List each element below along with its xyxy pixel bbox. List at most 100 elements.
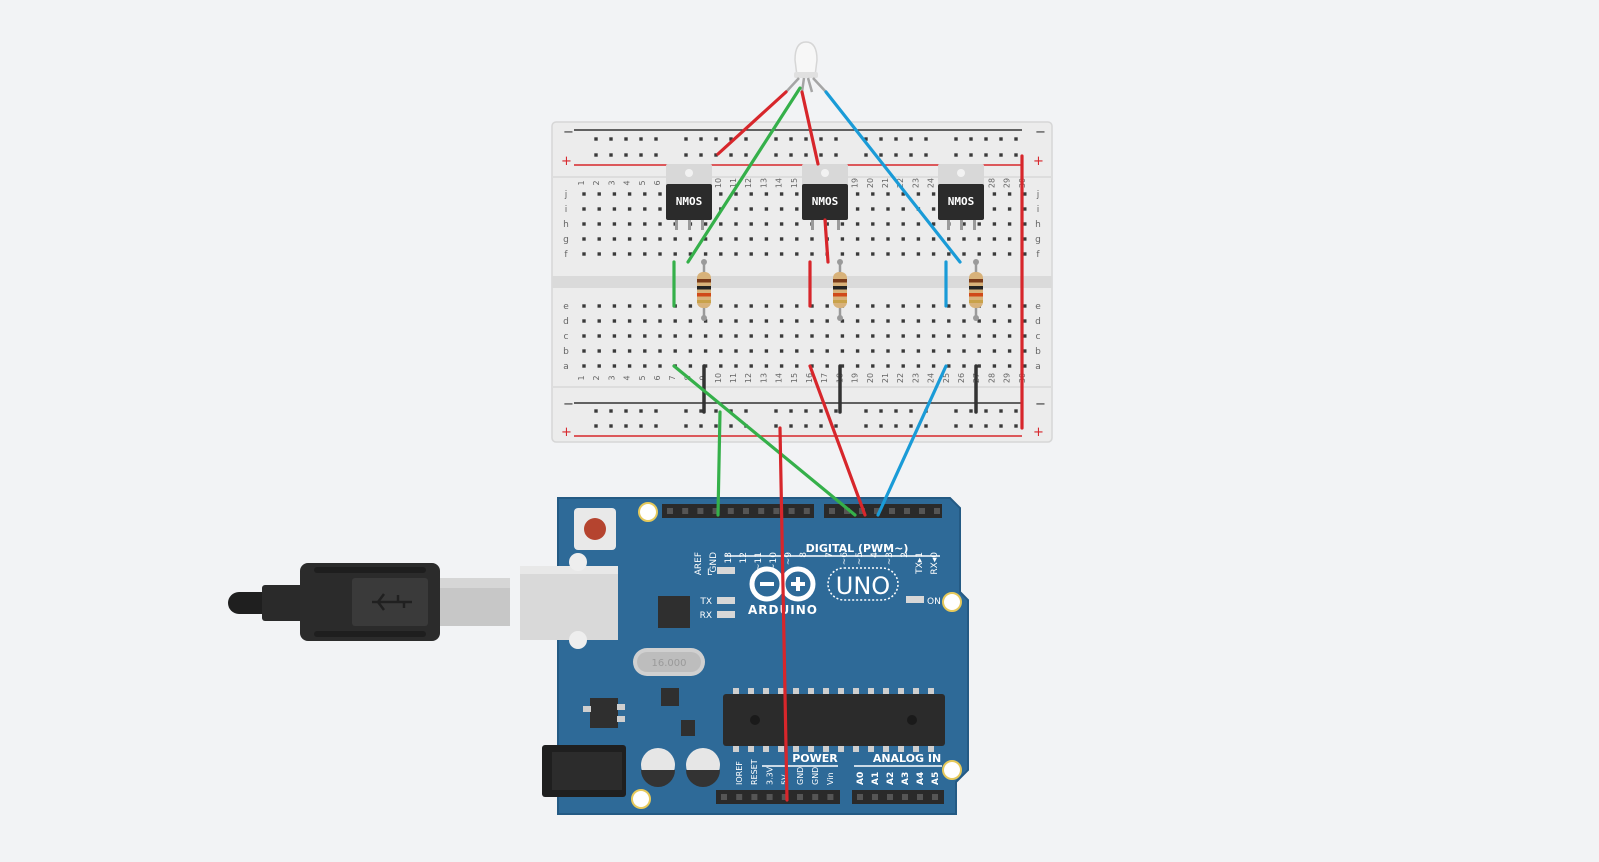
- header-pin[interactable]: [736, 794, 743, 800]
- resistor[interactable]: [833, 259, 847, 321]
- digital-header-left[interactable]: [662, 504, 814, 518]
- rail-hole[interactable]: [969, 137, 973, 141]
- rail-hole[interactable]: [1014, 153, 1018, 157]
- breadboard-hole[interactable]: [992, 349, 997, 353]
- rgb-led[interactable]: [785, 41, 827, 93]
- rail-hole[interactable]: [729, 153, 733, 157]
- breadboard-hole[interactable]: [643, 364, 647, 368]
- breadboard-hole[interactable]: [810, 319, 814, 323]
- breadboard-hole[interactable]: [764, 364, 769, 368]
- nmos-transistor-1[interactable]: NMOS: [666, 164, 712, 230]
- breadboard-hole[interactable]: [840, 364, 845, 368]
- header-pin[interactable]: [743, 508, 749, 514]
- breadboard-hole[interactable]: [886, 252, 890, 256]
- breadboard-hole[interactable]: [947, 252, 951, 256]
- breadboard-hole[interactable]: [947, 334, 951, 338]
- rail-hole[interactable]: [789, 137, 793, 141]
- breadboard-hole[interactable]: [795, 207, 799, 211]
- rail-hole[interactable]: [594, 409, 598, 413]
- header-pin[interactable]: [797, 794, 803, 800]
- breadboard-hole[interactable]: [779, 237, 784, 241]
- rail-hole[interactable]: [744, 137, 748, 141]
- breadboard-hole[interactable]: [719, 364, 723, 368]
- rail-hole[interactable]: [864, 424, 868, 428]
- breadboard-hole[interactable]: [977, 349, 981, 353]
- breadboard-hole[interactable]: [977, 364, 981, 368]
- rail-hole[interactable]: [594, 153, 598, 157]
- breadboard-hole[interactable]: [962, 222, 966, 226]
- breadboard-hole[interactable]: [871, 192, 875, 196]
- header-pin[interactable]: [697, 508, 704, 514]
- rail-hole[interactable]: [834, 153, 838, 157]
- breadboard-hole[interactable]: [825, 364, 829, 368]
- header-pin[interactable]: [919, 508, 925, 514]
- breadboard-hole[interactable]: [749, 319, 753, 323]
- breadboard-hole[interactable]: [703, 334, 708, 338]
- rail-hole[interactable]: [684, 153, 688, 157]
- rail-hole[interactable]: [714, 424, 718, 428]
- breadboard-hole[interactable]: [931, 349, 936, 353]
- breadboard-hole[interactable]: [795, 237, 799, 241]
- breadboard-hole[interactable]: [658, 319, 662, 323]
- wire-led-blue[interactable]: [824, 90, 962, 264]
- breadboard-hole[interactable]: [901, 237, 905, 241]
- breadboard-hole[interactable]: [582, 222, 586, 226]
- rail-hole[interactable]: [864, 153, 868, 157]
- breadboard-hole[interactable]: [612, 237, 617, 241]
- breadboard-hole[interactable]: [931, 222, 936, 226]
- wire-pin6-green[interactable]: [672, 364, 857, 517]
- breadboard-hole[interactable]: [719, 252, 723, 256]
- breadboard-hole[interactable]: [1023, 349, 1027, 353]
- wire-5v-red[interactable]: [778, 426, 789, 802]
- rail-hole[interactable]: [744, 153, 748, 157]
- breadboard-hole[interactable]: [719, 319, 723, 323]
- breadboard-hole[interactable]: [764, 237, 769, 241]
- breadboard-hole[interactable]: [840, 334, 845, 338]
- breadboard-hole[interactable]: [658, 222, 662, 226]
- breadboard-hole[interactable]: [855, 222, 860, 226]
- breadboard-hole[interactable]: [962, 349, 966, 353]
- breadboard-hole[interactable]: [947, 349, 951, 353]
- breadboard-hole[interactable]: [688, 237, 693, 241]
- rail-hole[interactable]: [609, 424, 613, 428]
- breadboard-hole[interactable]: [886, 349, 890, 353]
- breadboard-hole[interactable]: [719, 304, 723, 308]
- breadboard-hole[interactable]: [734, 207, 738, 211]
- breadboard-hole[interactable]: [734, 349, 738, 353]
- header-pin[interactable]: [829, 508, 835, 514]
- rail-hole[interactable]: [999, 153, 1003, 157]
- breadboard-hole[interactable]: [627, 192, 632, 196]
- header-pin[interactable]: [803, 508, 810, 514]
- header-pin[interactable]: [773, 508, 780, 514]
- breadboard-hole[interactable]: [597, 364, 601, 368]
- breadboard-hole[interactable]: [627, 319, 632, 323]
- breadboard-hole[interactable]: [855, 207, 860, 211]
- breadboard-hole[interactable]: [582, 304, 586, 308]
- rail-hole[interactable]: [729, 137, 733, 141]
- rail-hole[interactable]: [879, 137, 883, 141]
- usb-cable[interactable]: [228, 563, 510, 641]
- rail-hole[interactable]: [684, 409, 688, 413]
- breadboard-hole[interactable]: [886, 222, 890, 226]
- breadboard-hole[interactable]: [1007, 364, 1012, 368]
- breadboard-hole[interactable]: [992, 237, 997, 241]
- breadboard-hole[interactable]: [795, 349, 799, 353]
- rail-hole[interactable]: [729, 424, 733, 428]
- breadboard-hole[interactable]: [795, 334, 799, 338]
- breadboard-hole[interactable]: [886, 304, 890, 308]
- rail-hole[interactable]: [609, 153, 613, 157]
- breadboard-hole[interactable]: [749, 304, 753, 308]
- breadboard-hole[interactable]: [901, 222, 905, 226]
- breadboard-hole[interactable]: [703, 252, 708, 256]
- breadboard-hole[interactable]: [1023, 364, 1027, 368]
- analog-header[interactable]: [852, 790, 944, 804]
- rail-hole[interactable]: [894, 153, 898, 157]
- rail-hole[interactable]: [774, 153, 778, 157]
- breadboard-hole[interactable]: [673, 334, 677, 338]
- breadboard-hole[interactable]: [1007, 192, 1012, 196]
- breadboard-hole[interactable]: [825, 222, 829, 226]
- breadboard-hole[interactable]: [1007, 237, 1012, 241]
- breadboard-hole[interactable]: [688, 304, 693, 308]
- header-pin[interactable]: [781, 794, 788, 800]
- rail-hole[interactable]: [774, 409, 778, 413]
